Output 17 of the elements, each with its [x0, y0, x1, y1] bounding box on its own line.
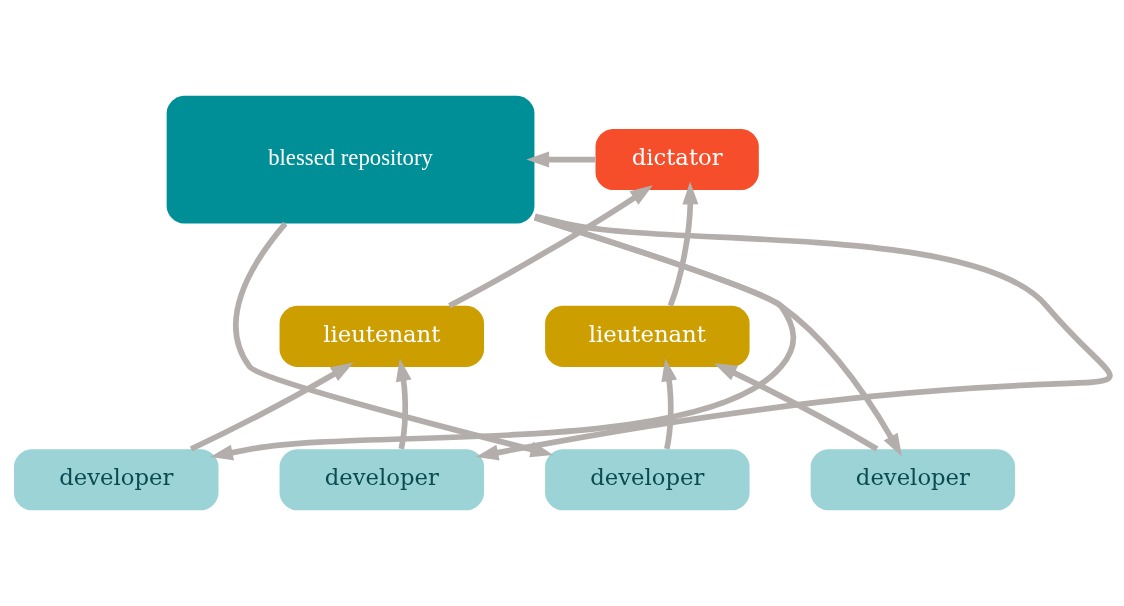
arrow	[475, 213, 1110, 461]
arrow	[448, 185, 653, 309]
node-box: lieutenant	[279, 305, 485, 367]
node-box: developer	[279, 449, 485, 511]
node-box: developer	[14, 449, 219, 511]
arrow	[714, 363, 879, 452]
arrow	[233, 221, 554, 458]
arrow	[661, 358, 678, 450]
arrow	[189, 362, 354, 452]
node-box: developer	[545, 449, 750, 511]
node-box: lieutenant	[545, 305, 750, 367]
node-box: dictator	[595, 129, 759, 191]
node-box: developer	[810, 449, 1016, 511]
arrow	[526, 151, 596, 168]
arrow	[667, 181, 699, 307]
node-box: blessed repository	[166, 95, 535, 224]
arrow	[395, 358, 412, 450]
